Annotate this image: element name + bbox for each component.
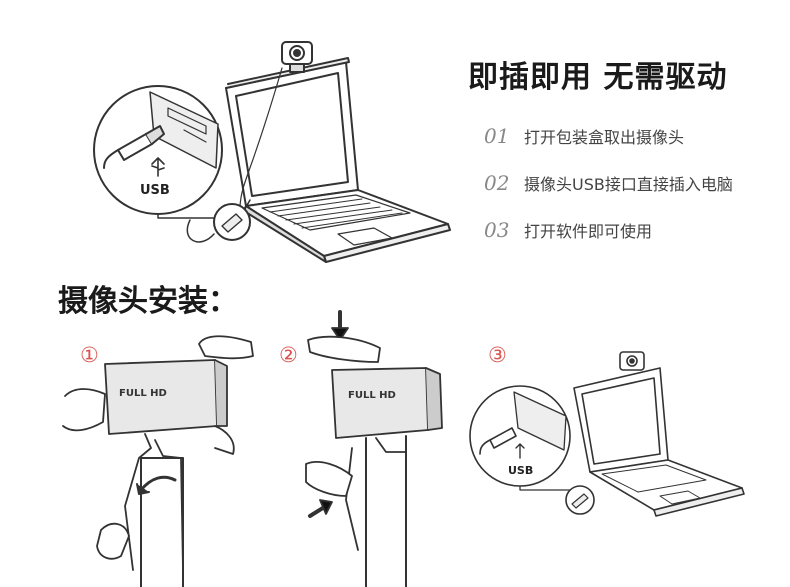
install-step-3-illustration: USB [469,351,745,517]
install-step-1-illustration: FULL HD [62,335,254,587]
step-1: 01 打开包装盒取出摄像头 [484,124,684,148]
camera-text: FULL HD [119,388,167,399]
usb-callout [93,85,223,215]
step-text: 打开包装盒取出摄像头 [524,128,685,147]
main-heading: 即插即用 无需驱动 [468,60,728,95]
laptop-keyboard [243,189,451,263]
marker-1: ① [80,343,99,367]
install-step-2-illustration: FULL HD [305,310,443,587]
laptop-screen [225,57,359,207]
install-heading: 摄像头安装： [58,284,238,319]
step-number: 02 [484,171,510,195]
camera-text: FULL HD [348,390,396,401]
step-2: 02 摄像头USB接口直接插入电脑 [484,171,733,195]
marker-3: ③ [488,343,507,367]
step-text: 摄像头USB接口直接插入电脑 [524,175,733,194]
usb-label: USB [140,183,170,198]
step-number: 03 [484,218,510,242]
step-text: 打开软件即可使用 [524,222,653,241]
marker-2: ② [279,343,298,367]
step-number: 01 [484,124,510,148]
laptop-usb-illustration: USB [93,41,451,263]
usb-label: USB [508,464,533,477]
webcam-on-laptop [281,41,313,73]
step-3: 03 打开软件即可使用 [484,218,652,242]
